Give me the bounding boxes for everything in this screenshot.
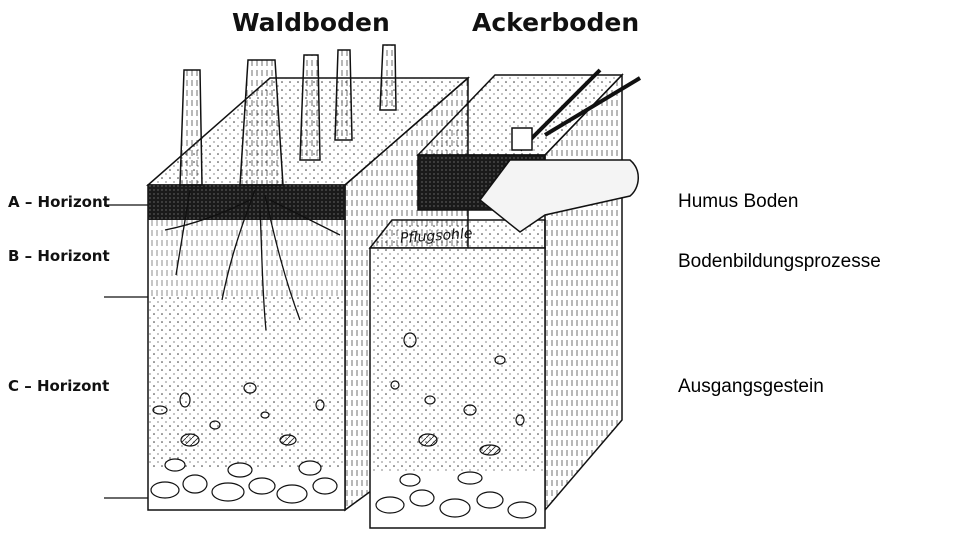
forest-b-horizon: [148, 220, 345, 297]
horizon-lines: [104, 205, 148, 498]
forest-c-horizon: [148, 297, 345, 467]
field-subsoil: [370, 248, 545, 473]
